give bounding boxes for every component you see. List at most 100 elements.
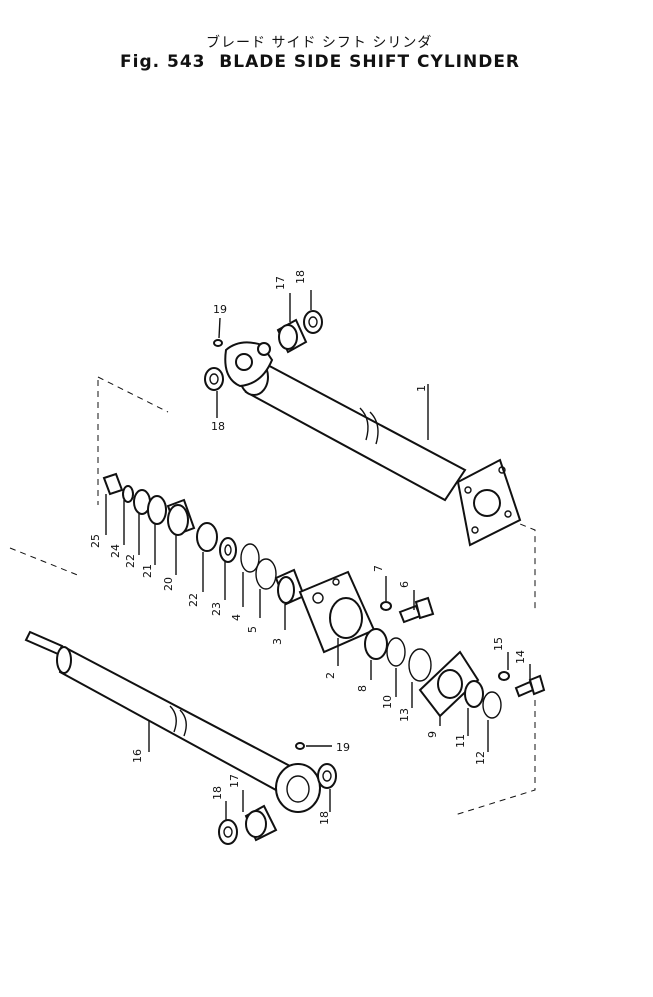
part-25-nut <box>102 472 124 496</box>
callout-c13: 13 <box>398 708 411 722</box>
part-14-bolt <box>514 674 546 698</box>
part-12-snap-ring <box>482 691 502 719</box>
callout-c8: 8 <box>356 685 369 692</box>
part-18-seal-bottom-right <box>317 763 337 789</box>
seal-18-inner <box>308 316 318 328</box>
bolt-6-head <box>414 596 435 620</box>
callout-c6: 6 <box>398 581 411 588</box>
tube-break-mark-2 <box>369 411 379 445</box>
callout-c20: 20 <box>162 577 175 591</box>
part-8-seal <box>364 628 388 660</box>
callout-c24: 24 <box>109 544 122 558</box>
part-17-bushing-bottom <box>244 804 278 842</box>
flange-bolt-hole-4 <box>504 510 512 518</box>
nut-25-body <box>102 472 124 496</box>
callout-c23: 23 <box>210 602 223 616</box>
part-13-o-ring <box>408 648 432 682</box>
rod-16-eye <box>275 763 321 813</box>
part-17-bushing-top <box>276 318 308 354</box>
seal-18-outer <box>218 819 238 845</box>
part-5-backup-ring <box>255 558 277 590</box>
callout-c3: 3 <box>271 638 284 645</box>
callout-c18d: 18 <box>211 786 224 800</box>
cylinder-tube-body <box>244 360 467 502</box>
callout-c16: 16 <box>131 749 144 763</box>
callout-c2: 2 <box>324 672 337 679</box>
callout-c1: 1 <box>415 385 428 392</box>
tube-grease-port <box>257 342 271 356</box>
seal-18-inner <box>322 770 332 782</box>
callout-c5: 5 <box>246 626 259 633</box>
leader-19-top <box>218 317 221 339</box>
rod-break-mark-1 <box>169 705 177 733</box>
part-18-seal-top-left <box>204 367 224 391</box>
flange-bolt-hole-2 <box>498 466 506 474</box>
part-15-washer <box>498 671 510 681</box>
seal-18-outer <box>204 367 224 391</box>
guide-line-mid <box>9 547 81 577</box>
callout-c21: 21 <box>141 564 154 578</box>
alignment-lines <box>9 376 536 816</box>
part-4-o-ring <box>240 543 260 573</box>
part-7-washer <box>380 601 392 611</box>
part-24-washer <box>122 485 134 503</box>
tube-break-mark-1 <box>359 407 369 441</box>
callout-c17b: 17 <box>228 774 241 788</box>
guide-line-bottom <box>454 700 536 816</box>
part-6-bolt <box>398 596 435 624</box>
part-21-ring <box>147 495 167 525</box>
bushing-17-face <box>278 324 298 350</box>
callout-c22a: 22 <box>124 554 137 568</box>
callout-c18c: 18 <box>318 811 331 825</box>
callout-c19b: 19 <box>336 741 350 754</box>
flange-bore <box>473 489 501 517</box>
bushing-3-face <box>277 576 295 604</box>
bushing-17-face <box>245 810 267 838</box>
rod-16-shaft <box>58 646 292 792</box>
rod-break-mark-2 <box>179 709 187 737</box>
callout-c7: 7 <box>372 565 385 572</box>
head-2-bore <box>329 597 363 639</box>
callout-c22b: 22 <box>187 593 200 607</box>
head-2-port <box>312 592 324 604</box>
callout-c15: 15 <box>492 637 505 651</box>
part-20-piston <box>166 498 196 536</box>
callout-c18b: 18 <box>211 420 225 433</box>
callout-c19a: 19 <box>213 303 227 316</box>
tube-eye-hole <box>235 353 253 371</box>
callout-c18a: 18 <box>294 270 307 284</box>
rod-16-eye-hole <box>286 775 310 803</box>
guide-line-right <box>509 519 536 610</box>
part-3-bushing <box>274 568 306 606</box>
bolt-14-head <box>528 674 546 696</box>
part-23-collar <box>219 537 237 563</box>
figure-title-japanese: ブレード サイド シフト シリンダ <box>206 35 433 51</box>
callout-c17a: 17 <box>274 276 287 290</box>
part-1-cylinder-tube <box>224 341 522 547</box>
part-22-ring-lower <box>196 522 218 552</box>
seal-18-inner <box>223 826 233 838</box>
leader-lines <box>105 290 531 820</box>
collar-23-inner <box>224 544 232 556</box>
rod-16-end <box>56 646 72 674</box>
part-16-piston-rod <box>24 630 321 813</box>
guide-line-top <box>97 376 169 413</box>
callout-c4: 4 <box>230 614 243 621</box>
figure-title: Fig. 543 BLADE SIDE SHIFT CYLINDER <box>120 52 521 72</box>
seal-18-outer <box>317 763 337 789</box>
part-2-cylinder-head <box>298 570 376 654</box>
callout-c12: 12 <box>474 751 487 765</box>
callout-c10: 10 <box>381 695 394 709</box>
part-10-ring <box>386 637 406 667</box>
head-2-bolt-hole <box>332 578 340 586</box>
callout-c14: 14 <box>514 650 527 664</box>
piston-20-face <box>167 504 189 536</box>
flange-9-bore <box>437 669 463 699</box>
part-19-grease-fitting-bottom <box>295 742 305 750</box>
part-19-grease-fitting-top <box>213 339 223 347</box>
part-18-seal-bottom-left <box>218 819 238 845</box>
part-9-flange <box>418 650 480 718</box>
flange-bolt-hole-3 <box>471 526 479 534</box>
